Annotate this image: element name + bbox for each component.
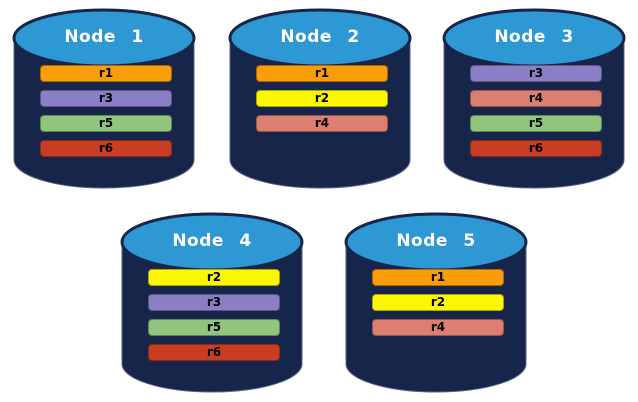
replica-bar-r2: r2 xyxy=(256,90,388,107)
replica-bar-r6: r6 xyxy=(470,140,602,157)
node-1: Node 1 r1 r3 r5 r6 xyxy=(12,8,196,192)
replica-list: r2 r3 r5 r6 xyxy=(148,269,280,369)
node-title: Node 1 xyxy=(64,27,144,47)
replica-list: r3 r4 r5 r6 xyxy=(470,65,602,165)
replica-bar-r3: r3 xyxy=(148,294,280,311)
replica-bar-r5: r5 xyxy=(40,115,172,132)
replica-list: r1 r3 r5 r6 xyxy=(40,65,172,165)
replica-bar-r5: r5 xyxy=(470,115,602,132)
replica-bar-r1: r1 xyxy=(40,65,172,82)
node-3: Node 3 r3 r4 r5 r6 xyxy=(442,8,626,192)
replica-bar-r2: r2 xyxy=(148,269,280,286)
node-4: Node 4 r2 r3 r5 r6 xyxy=(120,212,304,396)
node-title: Node 3 xyxy=(494,27,574,47)
replica-bar-r4: r4 xyxy=(372,319,504,336)
node-title: Node 5 xyxy=(396,231,476,251)
replica-bar-r5: r5 xyxy=(148,319,280,336)
replica-list: r1 r2 r4 xyxy=(256,65,388,140)
replica-bar-r3: r3 xyxy=(470,65,602,82)
replica-list: r1 r2 r4 xyxy=(372,269,504,344)
replica-bar-r4: r4 xyxy=(256,115,388,132)
replica-bar-r4: r4 xyxy=(470,90,602,107)
replica-bar-r6: r6 xyxy=(40,140,172,157)
replica-bar-r1: r1 xyxy=(372,269,504,286)
replica-bar-r3: r3 xyxy=(40,90,172,107)
replica-bar-r1: r1 xyxy=(256,65,388,82)
node-2: Node 2 r1 r2 r4 xyxy=(228,8,412,192)
replica-bar-r2: r2 xyxy=(372,294,504,311)
node-title: Node 4 xyxy=(172,231,252,251)
replica-bar-r6: r6 xyxy=(148,344,280,361)
node-title: Node 2 xyxy=(280,27,360,47)
node-5: Node 5 r1 r2 r4 xyxy=(344,212,528,396)
